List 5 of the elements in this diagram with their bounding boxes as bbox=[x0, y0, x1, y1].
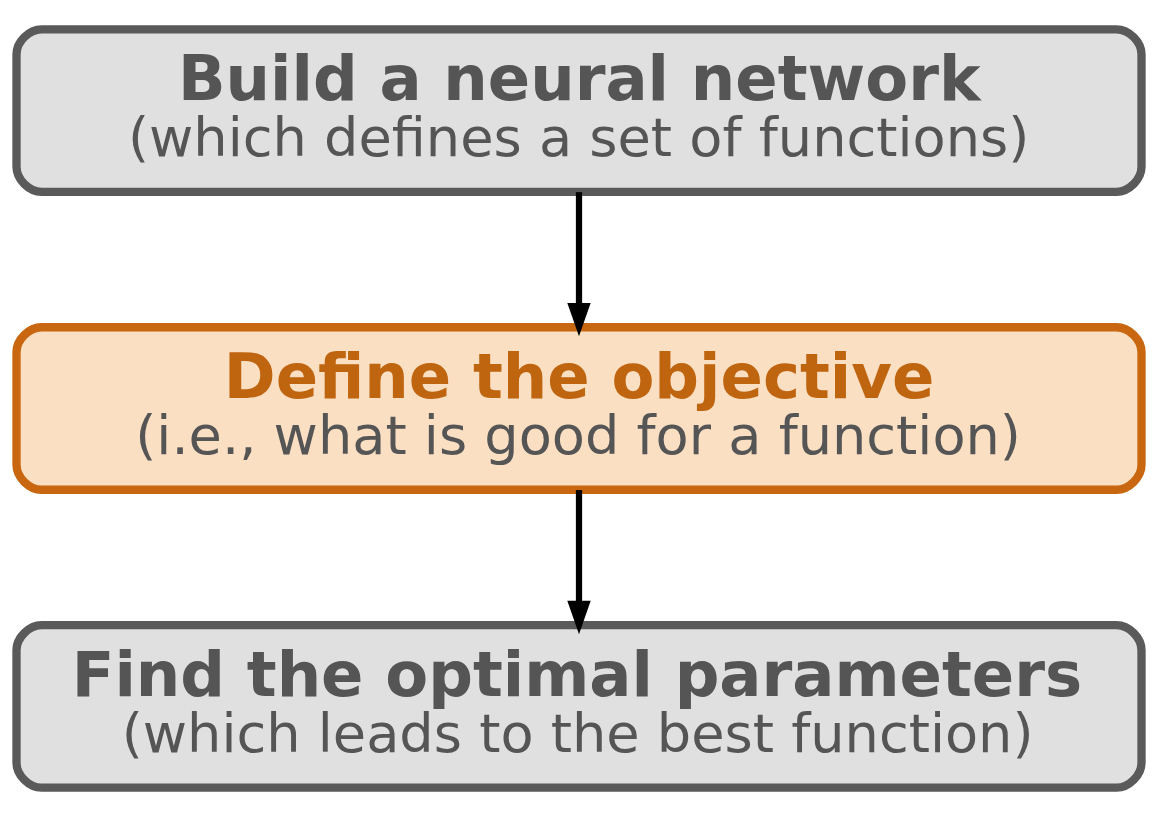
arrow bbox=[567, 191, 591, 336]
node-box: Build a neural network (which defines a set of functions) bbox=[12, 24, 1146, 196]
node-box: Find the optimal parameters (which leads to the best function) bbox=[12, 620, 1146, 792]
arrow bbox=[567, 489, 591, 634]
node-box: Define the objective (i.e., what is good for a function) bbox=[12, 322, 1146, 494]
